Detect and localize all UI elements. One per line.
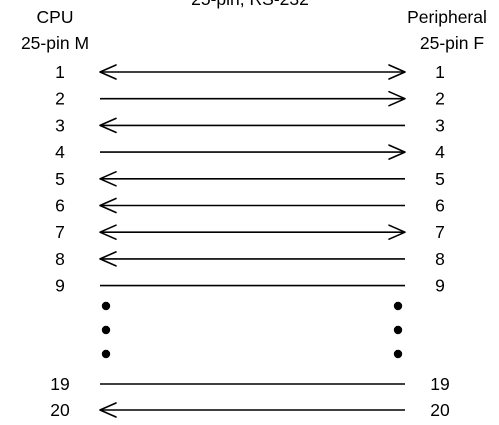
left-arrowhead	[99, 251, 117, 267]
left-arrowhead	[99, 402, 117, 418]
right-pin-number: 3	[435, 115, 445, 135]
left-connector-subtitle: 25-pin M	[21, 33, 89, 53]
left-arrowhead	[99, 224, 117, 240]
left-pin-number: 5	[55, 169, 65, 189]
left-pin-number: 2	[55, 89, 65, 109]
right-pin-number: 6	[435, 196, 445, 216]
left-pin-number: 1	[55, 62, 65, 82]
left-ellipsis-dot	[101, 325, 111, 335]
diagram-title: 25-pin, RS-232	[191, 0, 309, 9]
left-ellipsis-dot	[101, 301, 111, 311]
right-connector-subtitle: 25-pin F	[420, 33, 484, 53]
right-ellipsis-dot	[393, 325, 403, 335]
right-pin-number: 4	[435, 142, 445, 162]
left-ellipsis-dot	[101, 349, 111, 359]
right-arrowhead	[388, 90, 406, 107]
left-pin-number: 4	[55, 142, 65, 162]
right-pin-number: 7	[435, 222, 445, 242]
right-pin-number: 20	[430, 400, 450, 420]
right-ellipsis-dot	[393, 349, 403, 359]
left-pin-number: 19	[50, 374, 69, 394]
right-pin-number: 9	[435, 276, 445, 296]
right-arrowhead	[388, 144, 406, 160]
left-pin-number: 6	[55, 196, 65, 216]
right-connector-title: Peripheral	[407, 7, 487, 27]
left-connector-title: CPU	[37, 7, 74, 27]
right-pin-number: 8	[435, 249, 445, 269]
left-pin-number: 20	[50, 400, 70, 420]
ellipsis-dots	[101, 301, 403, 359]
left-arrowhead	[99, 64, 117, 80]
left-arrowhead	[99, 197, 117, 214]
left-pin-number: 7	[55, 222, 65, 242]
right-pin-number: 1	[435, 62, 445, 82]
right-pin-number: 5	[435, 169, 445, 189]
right-ellipsis-dot	[393, 301, 403, 311]
right-pin-number: 19	[430, 374, 449, 394]
right-pin-number: 2	[435, 89, 445, 109]
right-arrowhead	[388, 64, 406, 80]
left-arrowhead	[99, 171, 117, 187]
left-arrowhead	[99, 117, 117, 134]
right-arrowhead	[388, 224, 406, 240]
left-pin-number: 8	[55, 249, 65, 269]
left-pin-number: 3	[55, 115, 65, 135]
left-pin-number: 9	[55, 276, 65, 296]
